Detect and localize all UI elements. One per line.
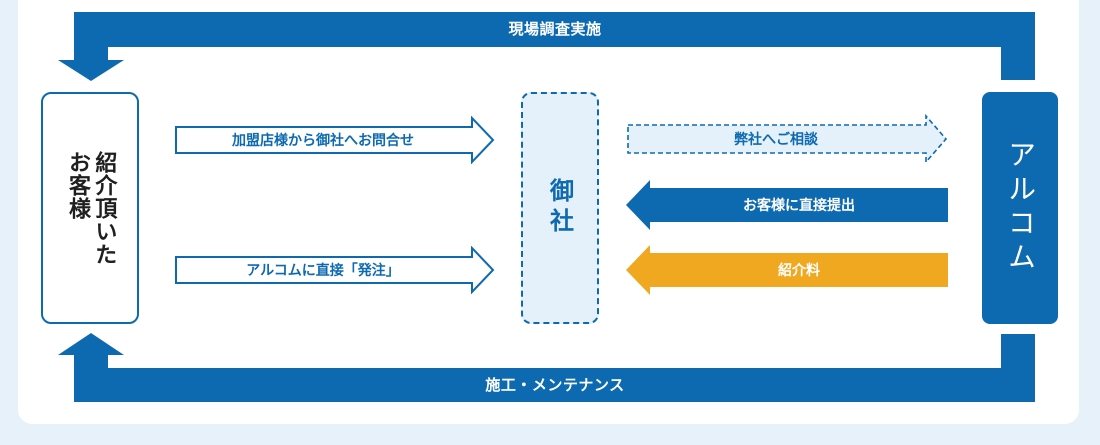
fee-label: 紹介料	[778, 263, 820, 279]
top-flow-arrow	[58, 12, 1035, 81]
submit-arrow: お客様に直接提出	[626, 180, 948, 230]
inquiry-arrow: 加盟店様から御社へお問合せ	[174, 116, 496, 164]
submit-label: お客様に直接提出	[743, 198, 855, 214]
top-flow-label: 現場調査実施	[508, 20, 602, 38]
fee-arrow: 紹介料	[626, 245, 948, 295]
bottom-flow-label: 施工・メンテナンス	[485, 376, 625, 394]
arucom-box: アルコム	[982, 92, 1058, 324]
order-label: アルコムに直接「発注」	[246, 263, 400, 279]
order-arrow: アルコムに直接「発注」	[174, 246, 496, 294]
consult-label: 弊社へご相談	[734, 132, 818, 148]
arucom-label: アルコム	[1004, 140, 1037, 276]
client-label: 紹介頂いた お客様	[65, 150, 117, 266]
consult-arrow: 弊社へご相談	[626, 114, 948, 164]
gosha-label: 御社	[545, 178, 574, 238]
gosha-box: 御社	[521, 92, 599, 324]
bottom-flow-arrow	[58, 333, 1035, 402]
inquiry-label: 加盟店様から御社へお問合せ	[232, 133, 414, 149]
client-box: 紹介頂いた お客様	[41, 92, 139, 324]
